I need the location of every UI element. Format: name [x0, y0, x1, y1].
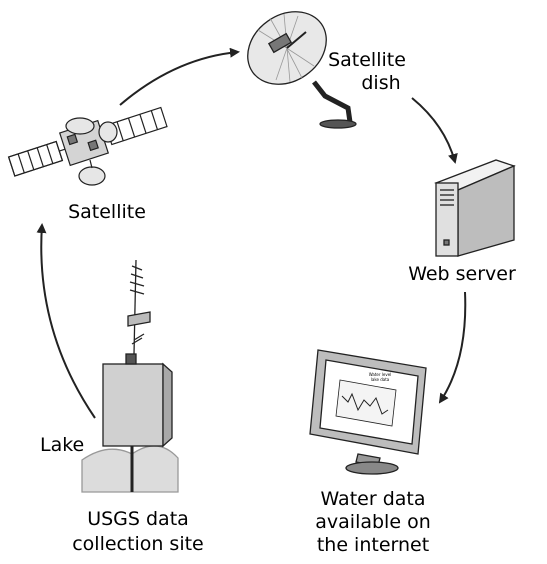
satellite-dish-label-line-2: dish: [361, 72, 400, 94]
arrow-satellite-to-dish: [119, 47, 240, 106]
data-collection-station-icon: [81, 259, 179, 493]
water-data-label-line-3: the internet: [317, 534, 429, 556]
screen-chart-title-line-1: Water level: [369, 372, 392, 377]
arrow-site-to-satellite: [36, 223, 96, 419]
water-data-label-line-1: Water data: [320, 488, 425, 510]
site-label-line-2: collection site: [72, 533, 204, 555]
web-server-label: Web server: [408, 263, 516, 285]
arrow-dish-to-server: [411, 97, 458, 164]
site-label-line-1: USGS data: [87, 508, 189, 530]
arrow-server-to-internet: [438, 291, 467, 404]
monitor-icon: [309, 349, 427, 475]
satellite-icon: [7, 106, 168, 186]
screen-chart-title-line-2: lake data: [371, 377, 390, 382]
satellite-dish-label-line-1: Satellite: [328, 49, 406, 71]
satellite-label: Satellite: [68, 201, 146, 223]
web-server-icon: [434, 159, 516, 257]
satellite-dish-icon: [247, 11, 357, 129]
water-data-label-line-2: available on: [315, 511, 430, 533]
lake-label: Lake: [40, 434, 84, 456]
